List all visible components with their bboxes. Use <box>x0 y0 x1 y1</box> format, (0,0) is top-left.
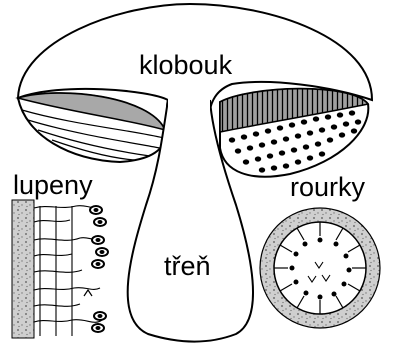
pores-label: rourky <box>290 174 365 201</box>
cap-label: klobouk <box>139 52 232 79</box>
gill-cap-section <box>18 93 165 162</box>
pore-microscopy <box>260 208 380 328</box>
pore-cap-section <box>220 89 368 177</box>
stem-label: třeň <box>164 253 211 280</box>
gills-label: lupeny <box>13 172 93 199</box>
gill-microscopy <box>12 200 108 338</box>
